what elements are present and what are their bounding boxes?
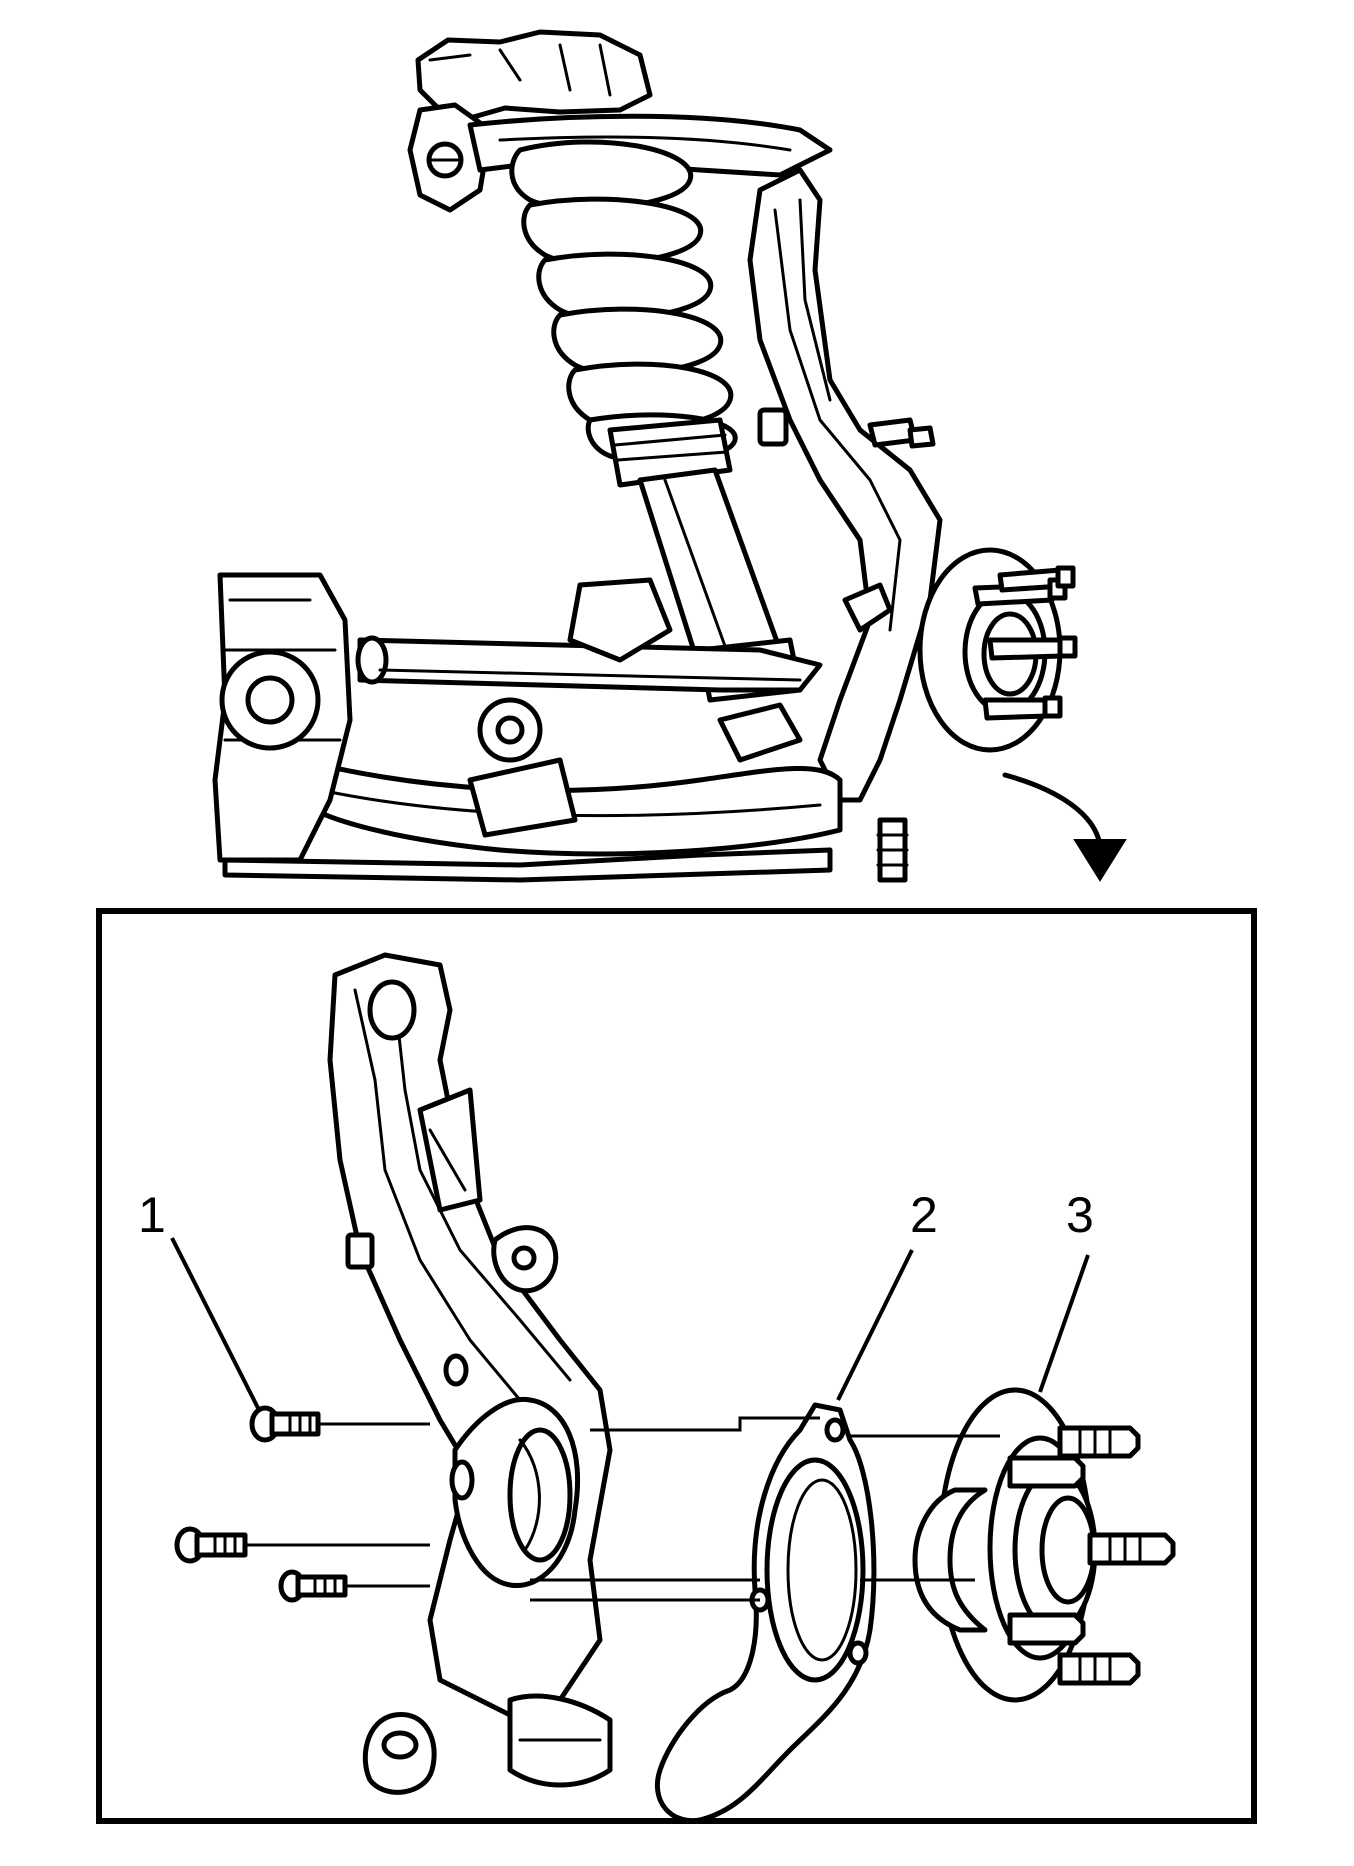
hub-bolts-exploded: [174, 1405, 348, 1603]
curved-arrow-down-icon: [1002, 772, 1127, 882]
suspension-assembly: [212, 29, 1078, 883]
detail-frame: [96, 908, 1257, 1824]
callout-3: 3: [1066, 1187, 1094, 1243]
alignment-lines: [245, 1416, 1000, 1602]
shield-exploded: [654, 1402, 877, 1824]
knuckle-exploded: [327, 952, 613, 1795]
subframe: [212, 572, 833, 883]
leader-line-1: [170, 1237, 260, 1409]
knuckle-installed: [747, 167, 943, 803]
coil-spring: [509, 139, 738, 464]
lower-control-arm: [297, 702, 843, 857]
wheel-studs: [1007, 1425, 1176, 1686]
upper-control-arm: [355, 635, 823, 693]
leader-lines: [170, 1237, 1090, 1409]
callout-2: 2: [910, 1187, 938, 1243]
bolt: [174, 1526, 248, 1564]
ball-joint-stud: [876, 817, 909, 883]
leader-line-3: [1038, 1254, 1090, 1393]
leader-line-2: [836, 1249, 914, 1401]
bolt: [278, 1569, 348, 1603]
strut-upper-mount: [407, 29, 833, 213]
hub-installed: [917, 547, 1078, 753]
bolt: [249, 1405, 321, 1443]
hub-bearing-exploded: [912, 1387, 1176, 1703]
callout-1: 1: [138, 1187, 166, 1243]
